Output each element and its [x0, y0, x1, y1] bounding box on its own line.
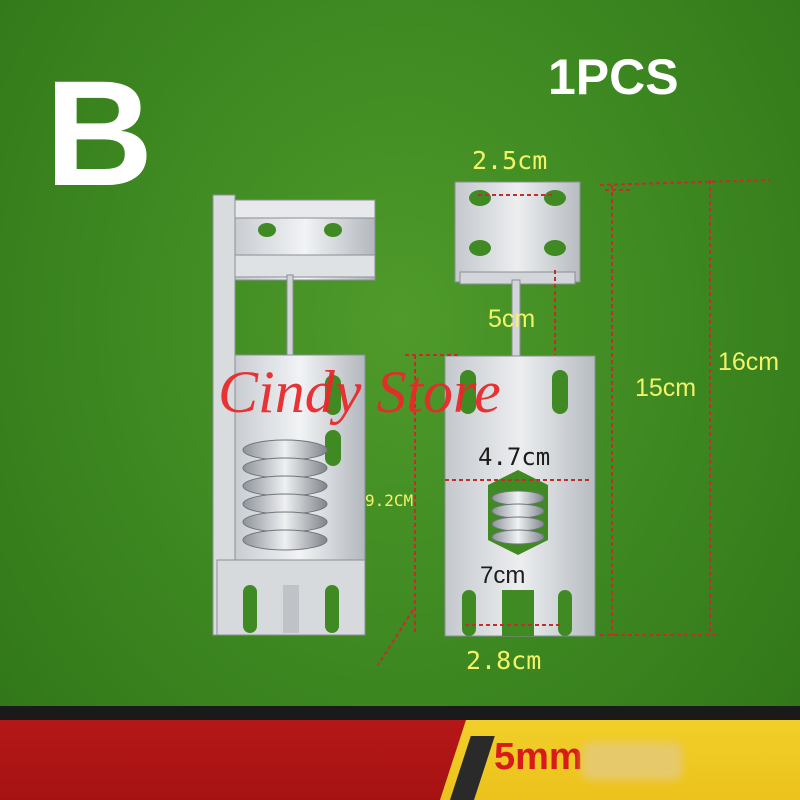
dim-top-width: 2.5cm: [472, 146, 548, 175]
dim-total-length: 15cm: [635, 374, 697, 402]
store-watermark: Cindy Store: [218, 359, 501, 425]
variant-letter: B: [45, 49, 154, 217]
blurred-text-patch: [582, 742, 682, 780]
dim-spring-gap: 5cm: [488, 305, 536, 333]
dim-slot-length: 7cm: [480, 562, 526, 589]
hinge-left-view: [205, 185, 380, 645]
dim-lower-plate-length: 9.2CM: [365, 491, 414, 510]
dim-bottom-width: 2.8cm: [466, 646, 542, 675]
dim-overall-length: 16cm: [718, 348, 780, 376]
quantity-label: 1PCS: [548, 49, 679, 105]
dim-plate-width: 4.7cm: [478, 443, 551, 471]
size-option-label: 5mm: [494, 736, 583, 778]
hinge-front-view: [440, 180, 620, 640]
